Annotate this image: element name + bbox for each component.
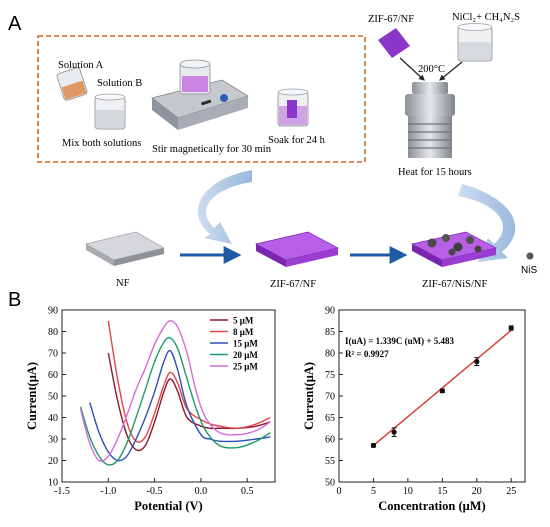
calib-xtick-label: 15 — [437, 486, 447, 497]
dpv-legend-label: 25 μM — [233, 362, 258, 372]
dpv-ytick-label: 90 — [48, 306, 58, 317]
dpv-ytick-label: 30 — [48, 435, 58, 446]
dpv-series-line — [107, 352, 271, 452]
dpv-xtick-label: -1.0 — [100, 486, 116, 497]
calib-data-point — [508, 325, 514, 331]
dpv-legend-label: 20 μM — [233, 350, 258, 360]
dpv-legend-label: 8 μM — [233, 327, 254, 337]
nis-legend-dot — [526, 252, 534, 260]
dpv-series-line — [79, 336, 271, 466]
calib-data-point — [370, 442, 377, 449]
solution-a-label: Solution A — [58, 60, 104, 71]
calib-data-point — [474, 359, 480, 365]
dpv-xlabel: Potential (V) — [134, 499, 202, 513]
calib-r2-label: R² = 0.9927 — [345, 349, 389, 359]
mix-beaker-icon — [94, 93, 126, 130]
calib-xtick-label: 0 — [337, 486, 342, 497]
soak-label: Soak for 24 h — [268, 135, 326, 146]
dpv-xtick-label: 0.5 — [241, 486, 254, 497]
calib-xlabel: Concentration (μM) — [378, 499, 485, 513]
zif-flow-label: ZIF-67/NF — [270, 279, 316, 290]
magnetic-stirrer-icon — [151, 59, 249, 130]
calib-ytick-label: 50 — [325, 478, 335, 489]
calibration-chart: 50 55 60 65 70 75 80 85 90 0 5 10 15 20 25Concentratio… — [302, 306, 526, 513]
product-label: ZIF-67/NiS/NF — [422, 279, 488, 290]
reagent-to-autoclave-arrow — [439, 61, 463, 81]
panel-b-label: B — [8, 289, 21, 311]
calib-ytick-label: 90 — [325, 306, 335, 317]
dpv-ytick-label: 40 — [48, 413, 58, 424]
calib-xtick-label: 20 — [472, 486, 482, 497]
stir-label: Stir magnetically for 30 min — [152, 144, 272, 155]
soak-beaker-icon — [277, 88, 309, 127]
heat-label: Heat for 15 hours — [398, 167, 472, 178]
calib-ytick-label: 60 — [325, 435, 335, 446]
dpv-series-line — [89, 349, 271, 462]
dpv-series-line — [79, 320, 271, 462]
solution-a-beaker-icon — [56, 67, 88, 101]
calib-ytick-label: 55 — [325, 456, 335, 467]
dpv-ytick-label: 80 — [48, 327, 58, 338]
dpv-xtick-label: -0.5 — [147, 486, 163, 497]
dpv-ylabel: Current(μA) — [25, 362, 39, 430]
dpv-ytick-label: 10 — [48, 478, 58, 489]
nf-label: NF — [116, 278, 130, 289]
calib-ytick-label: 80 — [325, 349, 335, 360]
dpv-ytick-label: 20 — [48, 456, 58, 467]
calib-fit-line — [372, 329, 512, 447]
calib-data-point — [439, 388, 445, 394]
dashed-process-box — [37, 35, 366, 163]
calib-data-point — [391, 429, 397, 435]
curved-arrow-right — [458, 184, 516, 262]
dpv-legend-label: 15 μM — [233, 339, 258, 349]
zif-to-autoclave-arrow — [399, 57, 425, 81]
reagent-beaker-icon — [457, 23, 493, 62]
calib-equation-label: I(uA) = 1.339C (uM) + 5.483 — [345, 336, 455, 346]
dpv-ytick-label: 60 — [48, 370, 58, 381]
panel-a-label: A — [8, 13, 22, 35]
calib-ytick-label: 85 — [325, 327, 335, 338]
dpv-legend-label: 5 μM — [233, 316, 254, 326]
temperature-label: 200°C — [418, 64, 445, 75]
dpv-xtick-label: 0.0 — [195, 486, 208, 497]
calib-xtick-label: 10 — [403, 486, 413, 497]
mix-label: Mix both solutions — [62, 138, 141, 149]
calib-xtick-label: 5 — [371, 486, 376, 497]
nis-legend-label: NiS — [521, 265, 537, 276]
reagent-label: NiCl₂+ CH₄N₂S — [452, 12, 520, 23]
autoclave-icon — [405, 82, 455, 158]
curved-arrow-left — [197, 170, 252, 244]
product-substrate-icon — [411, 231, 497, 267]
zif-substrate-icon — [255, 231, 339, 267]
calib-ylabel: Current(μA) — [302, 362, 316, 430]
zif-sample-icon — [378, 28, 410, 58]
calib-ytick-label: 65 — [325, 413, 335, 424]
dpv-xtick-label: -1.5 — [54, 486, 70, 497]
dpv-series-line — [107, 320, 271, 443]
calib-ytick-label: 75 — [325, 370, 335, 381]
dpv-ytick-label: 70 — [48, 349, 58, 360]
calib-xtick-label: 25 — [506, 486, 516, 497]
solution-b-label: Solution B — [97, 78, 142, 89]
nf-substrate-icon — [85, 231, 165, 266]
dpv-chart: 10 20 30 40 50 60 70 80 90 -1.5 -1.0 -0.5 0.0 0.5Pote… — [25, 306, 276, 513]
hydro-zif-label: ZIF-67/NF — [368, 14, 414, 25]
calib-ytick-label: 70 — [325, 392, 335, 403]
dpv-ytick-label: 50 — [48, 392, 58, 403]
